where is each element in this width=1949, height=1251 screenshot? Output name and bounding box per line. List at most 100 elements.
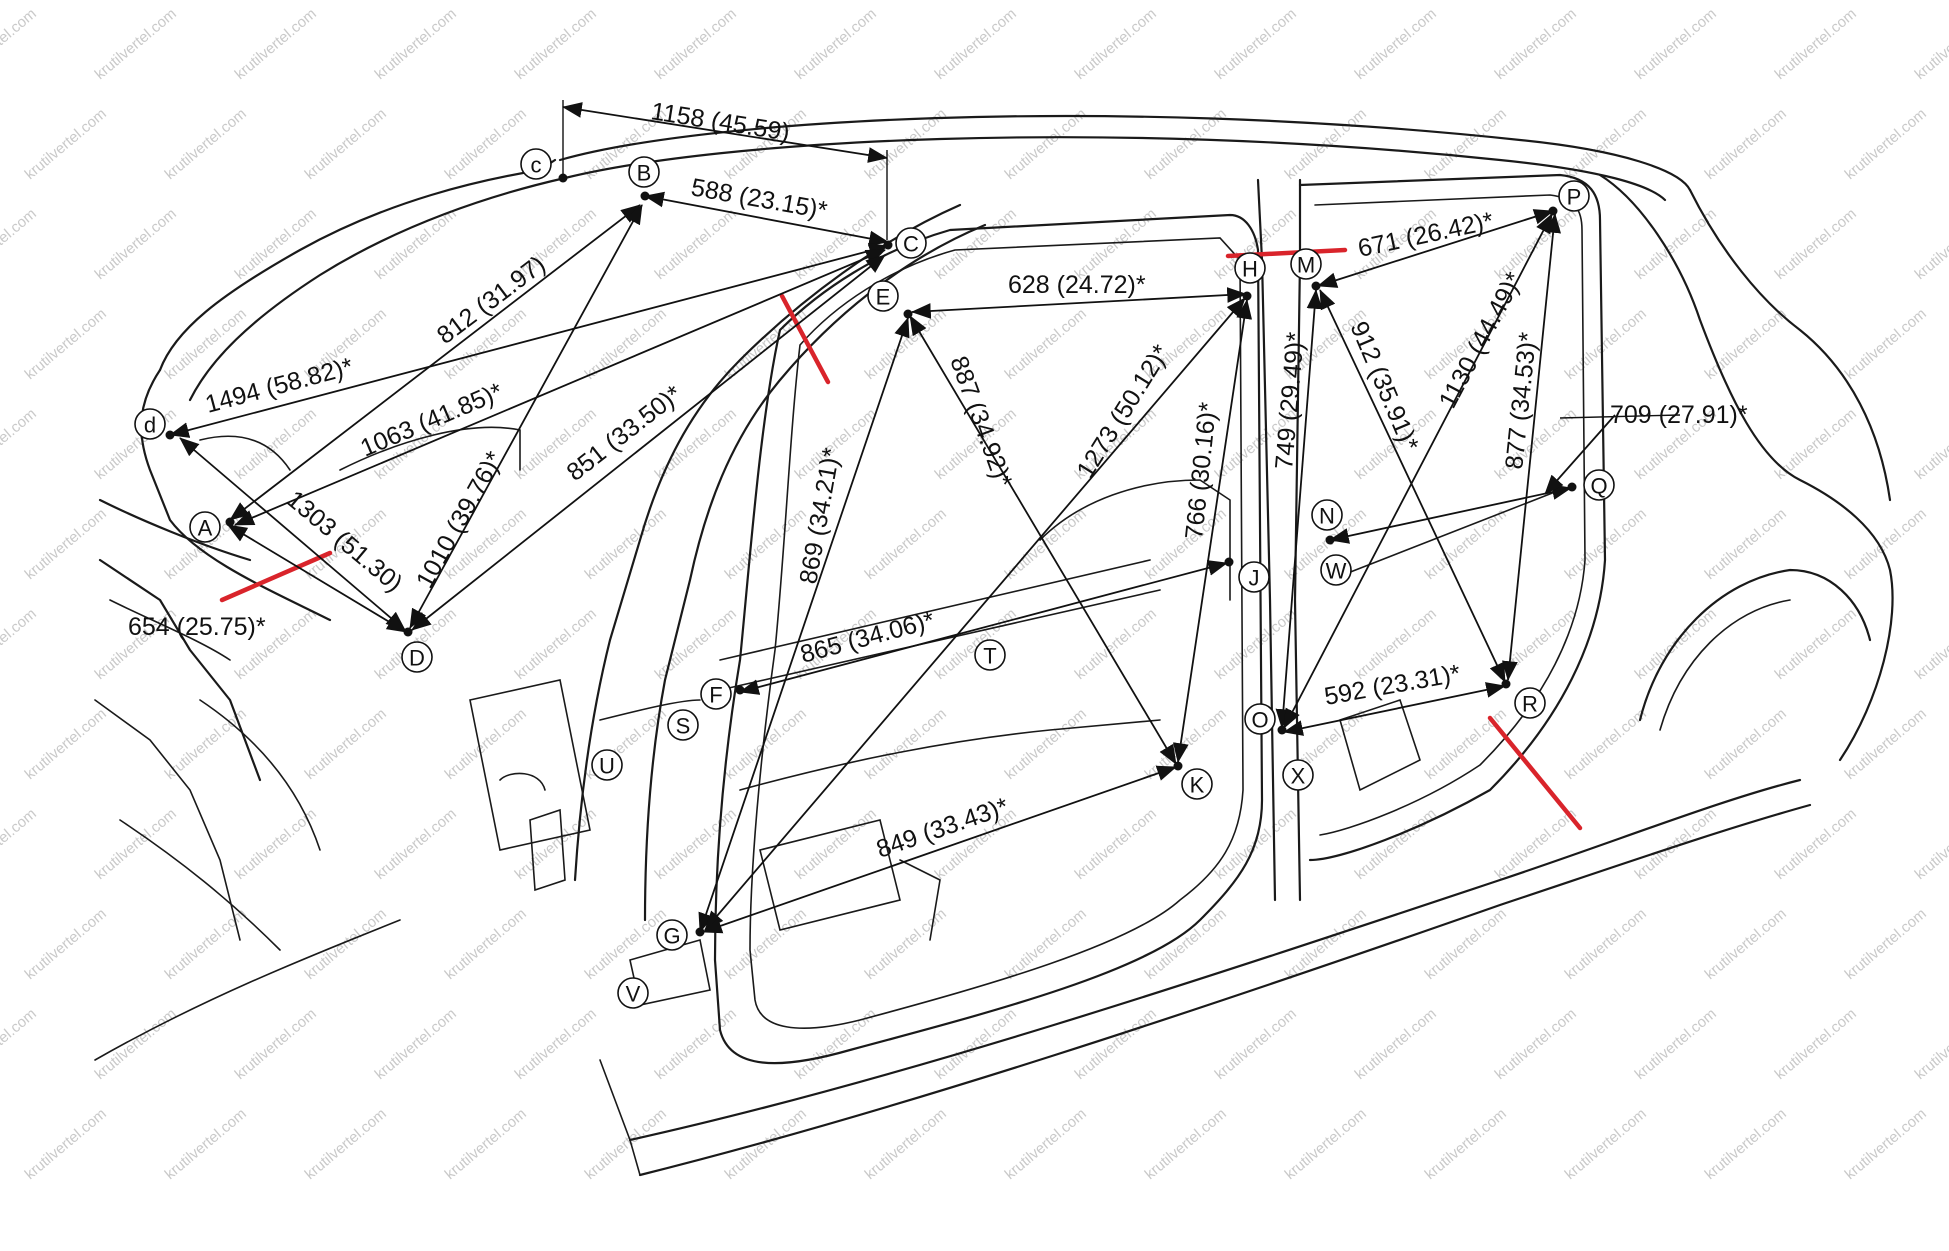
dim-label-A-D: 654 (25.75)* <box>128 613 266 641</box>
watermark-text: krutilvertel.com <box>92 805 180 883</box>
watermark-text: krutilvertel.com <box>652 805 740 883</box>
point-N-label: N <box>1319 504 1335 529</box>
watermark-text: krutilvertel.com <box>512 1005 600 1083</box>
watermark-text: krutilvertel.com <box>1352 1005 1440 1083</box>
point-K-marker <box>1181 768 1213 800</box>
point-O-dot <box>1277 725 1287 735</box>
watermark-text: krutilvertel.com <box>1282 905 1370 983</box>
point-X-marker <box>1282 759 1314 791</box>
watermark-text: krutilvertel.com <box>1212 5 1300 83</box>
point-O-label: O <box>1251 708 1268 733</box>
point-K-dot <box>1173 761 1183 771</box>
watermark-text: krutilvertel.com <box>1912 805 1949 883</box>
watermark-text: krutilvertel.com <box>1632 5 1720 83</box>
watermark-text: krutilvertel.com <box>0 5 40 83</box>
watermark-text: krutilvertel.com <box>862 505 950 583</box>
point-d-marker <box>134 408 166 440</box>
watermark-text: krutilvertel.com <box>22 705 110 783</box>
watermark-text: krutilvertel.com <box>232 5 320 83</box>
watermark-text: krutilvertel.com <box>1912 5 1949 83</box>
watermark-text: krutilvertel.com <box>232 405 320 483</box>
point-M-marker <box>1290 248 1322 280</box>
point-F-dot <box>735 685 745 695</box>
watermark-text: krutilvertel.com <box>1562 105 1650 183</box>
watermark-text: krutilvertel.com <box>0 805 40 883</box>
dim-line-A-D <box>227 524 407 633</box>
watermark-text: krutilvertel.com <box>302 1105 390 1183</box>
watermark-text: krutilvertel.com <box>92 205 180 283</box>
watermark-text: krutilvertel.com <box>512 5 600 83</box>
dim-label-d-C: 1494 (58.82)* <box>202 352 356 418</box>
watermark-text: krutilvertel.com <box>1422 705 1510 783</box>
point-D-dot <box>403 627 413 637</box>
point-R-dot <box>1501 679 1511 689</box>
watermark-text: krutilvertel.com <box>372 205 460 283</box>
watermark-text: krutilvertel.com <box>92 405 180 483</box>
watermark-text: krutilvertel.com <box>652 205 740 283</box>
watermark-text: krutilvertel.com <box>1702 705 1790 783</box>
watermark-text: krutilvertel.com <box>1912 205 1949 283</box>
point-N-marker <box>1311 499 1343 531</box>
point-U-marker <box>591 749 623 781</box>
watermark-text: krutilvertel.com <box>1072 5 1160 83</box>
dim-line-G-K <box>702 765 1177 934</box>
watermark-text: krutilvertel.com <box>1492 1005 1580 1083</box>
watermark-text: krutilvertel.com <box>862 1105 950 1183</box>
watermark-text: krutilvertel.com <box>1912 605 1949 683</box>
point-H-dot <box>1242 291 1252 301</box>
watermark-text: krutilvertel.com <box>1772 605 1860 683</box>
dim-line-709-leader <box>1544 414 1616 495</box>
watermark-text: krutilvertel.com <box>1142 905 1230 983</box>
point-S-marker <box>667 709 699 741</box>
watermark-text: krutilvertel.com <box>582 505 670 583</box>
point-C-dot <box>883 240 893 250</box>
watermark-text: krutilvertel.com <box>512 605 600 683</box>
dim-line-B-C <box>644 191 889 247</box>
watermark-text: krutilvertel.com <box>0 605 40 683</box>
point-Q-label: Q <box>1590 474 1607 499</box>
point-c-label: c <box>531 153 542 178</box>
point-C-marker <box>895 227 927 259</box>
watermark-text: krutilvertel.com <box>442 905 530 983</box>
point-W-label: W <box>1326 559 1347 584</box>
point-E-marker <box>867 280 899 312</box>
watermark-text: krutilvertel.com <box>1842 105 1930 183</box>
dim-label-H-G: 1273 (50.12)* <box>1071 340 1175 484</box>
watermark-text: krutilvertel.com <box>862 105 950 183</box>
dim-line-F-J <box>739 560 1228 695</box>
point-J-label: J <box>1249 566 1260 591</box>
point-T-label: T <box>983 644 996 669</box>
watermark-text: krutilvertel.com <box>1562 1105 1650 1183</box>
watermark-text: krutilvertel.com <box>1002 905 1090 983</box>
point-B-marker <box>628 156 660 188</box>
watermark-text: krutilvertel.com <box>1422 105 1510 183</box>
dim-label-M-R: 912 (35.91)* <box>1344 317 1424 455</box>
watermark-text: krutilvertel.com <box>932 605 1020 683</box>
watermark-text: krutilvertel.com <box>0 1005 40 1083</box>
watermark-text: krutilvertel.com <box>1562 905 1650 983</box>
watermark-text: krutilvertel.com <box>582 905 670 983</box>
dim-line-O-R <box>1283 682 1506 736</box>
dim-label-Q-N: 709 (27.91)* <box>1610 401 1748 429</box>
dim-line-c-C <box>562 102 888 163</box>
point-M-dot <box>1311 281 1321 291</box>
point-R-label: R <box>1522 692 1538 717</box>
watermark-text: krutilvertel.com <box>372 1005 460 1083</box>
watermark-text: krutilvertel.com <box>1562 305 1650 383</box>
watermark-text: krutilvertel.com <box>162 905 250 983</box>
watermark-text: krutilvertel.com <box>582 305 670 383</box>
point-G-marker <box>656 919 688 951</box>
watermark-text: krutilvertel.com <box>1562 705 1650 783</box>
point-D-marker <box>401 641 433 673</box>
point-H-label: H <box>1242 257 1258 282</box>
watermark-text: krutilvertel.com <box>1702 105 1790 183</box>
point-F-label: F <box>709 683 722 708</box>
watermark-text: krutilvertel.com <box>1702 305 1790 383</box>
watermark-text: krutilvertel.com <box>302 705 390 783</box>
point-W-marker <box>1320 554 1352 586</box>
dim-label-E-H: 628 (24.72)* <box>1008 271 1146 299</box>
point-G-dot <box>695 927 705 937</box>
watermark-text: krutilvertel.com <box>1072 805 1160 883</box>
watermark-text: krutilvertel.com <box>652 605 740 683</box>
